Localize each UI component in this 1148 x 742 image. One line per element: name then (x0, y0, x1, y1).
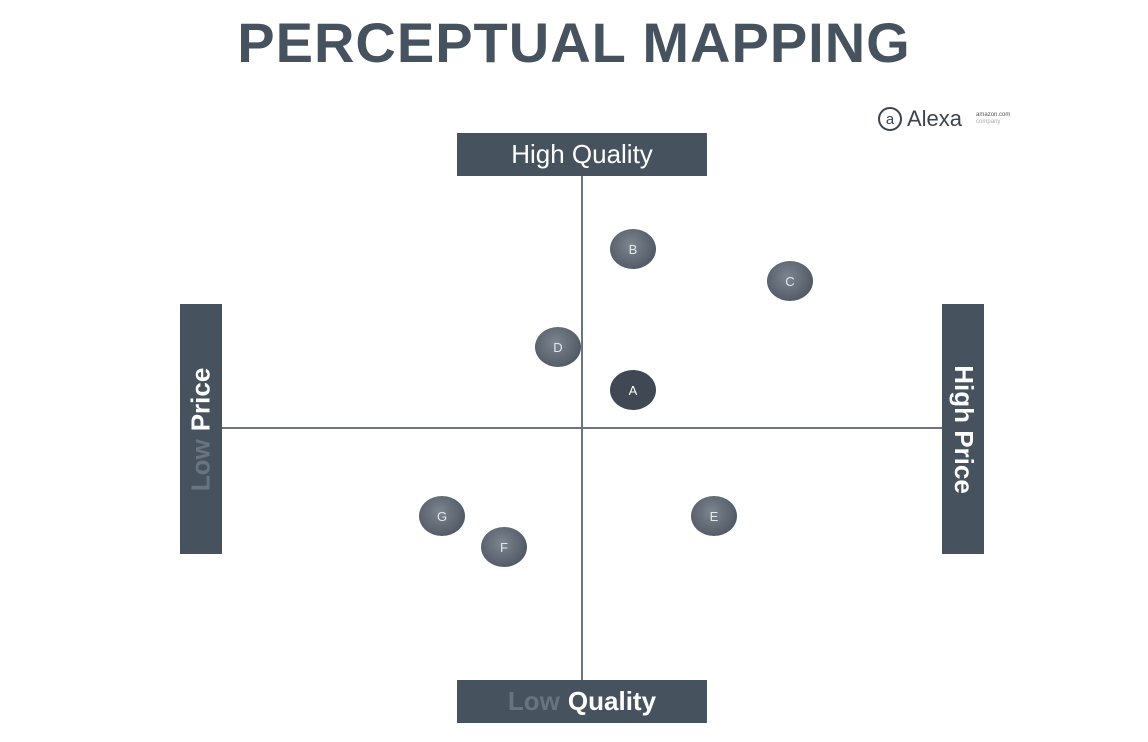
low-price-prefix: Low (185, 438, 216, 491)
logo-sub-line2: company (976, 119, 1001, 125)
alexa-logo: a Alexa amazon.com company (878, 104, 1010, 134)
axis-label-low-quality: Low Quality (457, 680, 707, 723)
marker-f: F (481, 527, 527, 567)
alexa-at-icon: a (878, 107, 902, 131)
low-quality-prefix: Low (507, 686, 560, 716)
low-price-text: Low Price (186, 367, 217, 491)
high-quality-text: High Quality (511, 139, 653, 169)
vertical-axis-line (581, 176, 583, 682)
marker-e: E (691, 496, 737, 536)
marker-g: G (419, 496, 465, 536)
axis-label-high-price: High Price (942, 304, 984, 554)
low-quality-main: Quality (567, 686, 657, 716)
marker-d: D (535, 327, 581, 367)
low-price-main: Price (185, 367, 216, 431)
page-title: PERCEPTUAL MAPPING (237, 11, 911, 74)
marker-a: A (610, 370, 656, 410)
horizontal-axis-line (222, 427, 942, 429)
logo-name: Alexa (907, 106, 963, 131)
axis-label-high-quality: High Quality (457, 133, 707, 176)
logo-sub-line1: amazon.com (976, 112, 1011, 119)
high-price-text: High Price (948, 364, 979, 494)
marker-b: B (610, 229, 656, 269)
marker-c: C (767, 261, 813, 301)
logo-subtext: amazon.com company (976, 112, 1010, 125)
axis-label-low-price: Low Price (180, 304, 222, 554)
